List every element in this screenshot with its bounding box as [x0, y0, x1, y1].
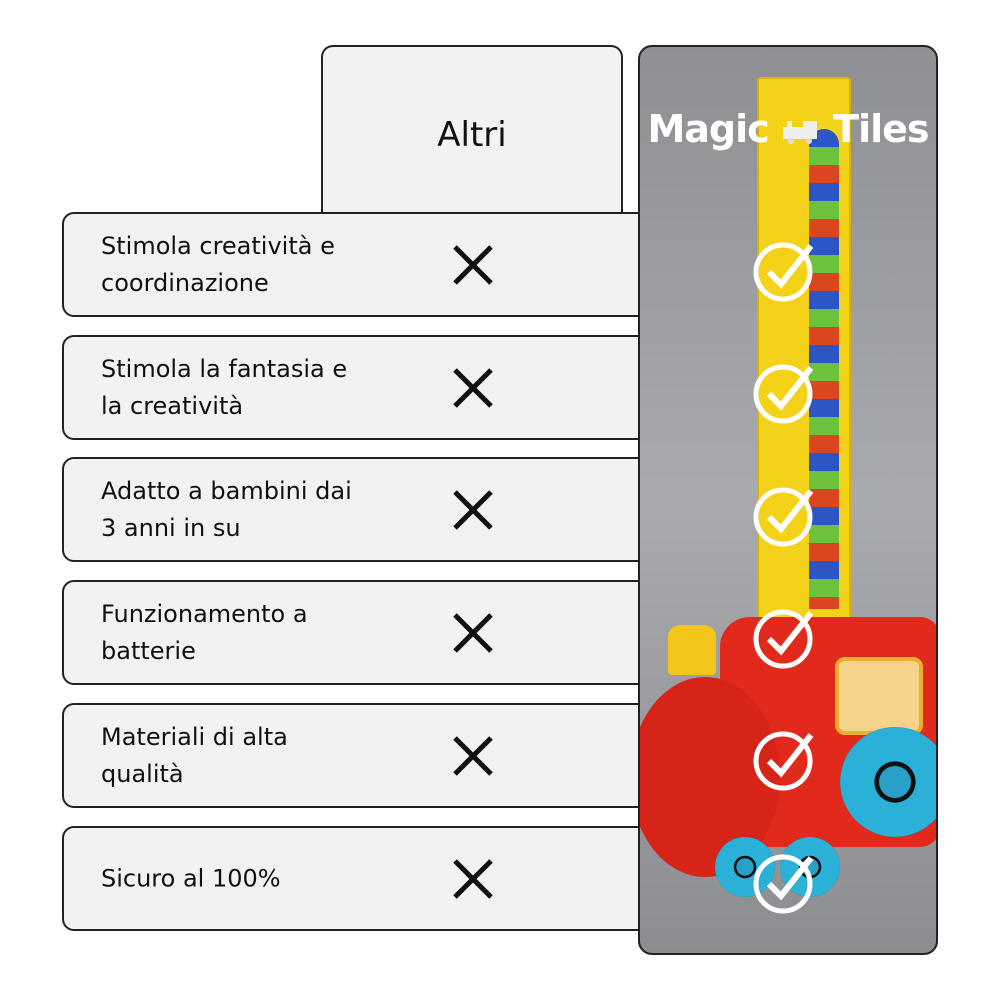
check-icon	[753, 854, 814, 914]
competitor-column-header: Altri	[321, 45, 623, 227]
feature-label: Materiali di alta qualità	[101, 722, 288, 788]
check-icon	[753, 731, 814, 791]
cross-icon	[453, 612, 493, 653]
train-window	[835, 657, 923, 735]
brand-name-left: Magic	[647, 107, 769, 151]
brand-logo: Magic Tiles	[640, 107, 936, 151]
domino-tower-image	[757, 77, 851, 641]
feature-row: Funzionamento a batterie	[62, 580, 666, 685]
cross-icon	[453, 735, 493, 776]
check-icon	[753, 487, 814, 547]
feature-label: Adatto a bambini dai 3 anni in su	[101, 476, 352, 542]
brand-name-right: Tiles	[833, 107, 929, 151]
wheel	[840, 727, 936, 837]
check-icon	[753, 609, 814, 669]
feature-row: Materiali di alta qualità	[62, 703, 666, 808]
cross-icon	[453, 244, 493, 285]
train-chimney	[668, 625, 716, 675]
feature-label: Sicuro al 100%	[101, 864, 281, 892]
cross-icon	[453, 858, 493, 899]
feature-row: Adatto a bambini dai 3 anni in su	[62, 457, 666, 562]
feature-row: Sicuro al 100%	[62, 826, 666, 931]
feature-label: Funzionamento a batterie	[101, 599, 308, 665]
feature-row: Stimola la fantasia e la creatività	[62, 335, 666, 440]
feature-row: Stimola creatività e coordinazione	[62, 212, 666, 317]
feature-label: Stimola la fantasia e la creatività	[101, 354, 348, 420]
brand-column: Magic Tiles	[638, 45, 938, 955]
competitor-label: Altri	[437, 115, 507, 155]
cross-icon	[453, 489, 493, 530]
train-icon	[782, 120, 817, 144]
check-icon	[753, 242, 814, 302]
feature-label: Stimola creatività e coordinazione	[101, 231, 335, 297]
cross-icon	[453, 367, 493, 408]
check-icon	[753, 364, 814, 424]
